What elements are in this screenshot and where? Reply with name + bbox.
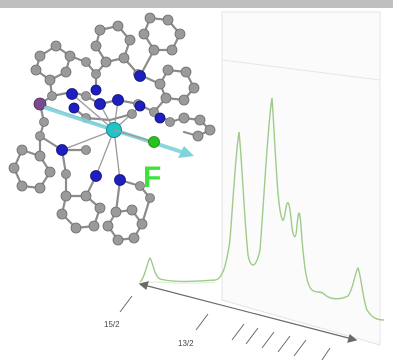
spectrum-back-panel	[221, 11, 381, 346]
axis-ticks	[119, 295, 331, 360]
spectrum-trace-shadow	[139, 281, 216, 285]
carbon-atoms	[8, 12, 216, 246]
spectrum-trace	[139, 97, 385, 321]
nitrogen-atoms	[56, 70, 166, 186]
energy-axis	[138, 281, 358, 343]
fluorine-atom	[148, 136, 160, 148]
tick-label-13-2: 13/2	[178, 339, 194, 348]
phosphorus-atom	[33, 97, 47, 111]
fluorine-bond	[113, 129, 155, 143]
tick-label-15-2: 15/2	[104, 320, 120, 329]
top-band	[0, 0, 393, 8]
fluorine-label: F	[143, 161, 161, 194]
